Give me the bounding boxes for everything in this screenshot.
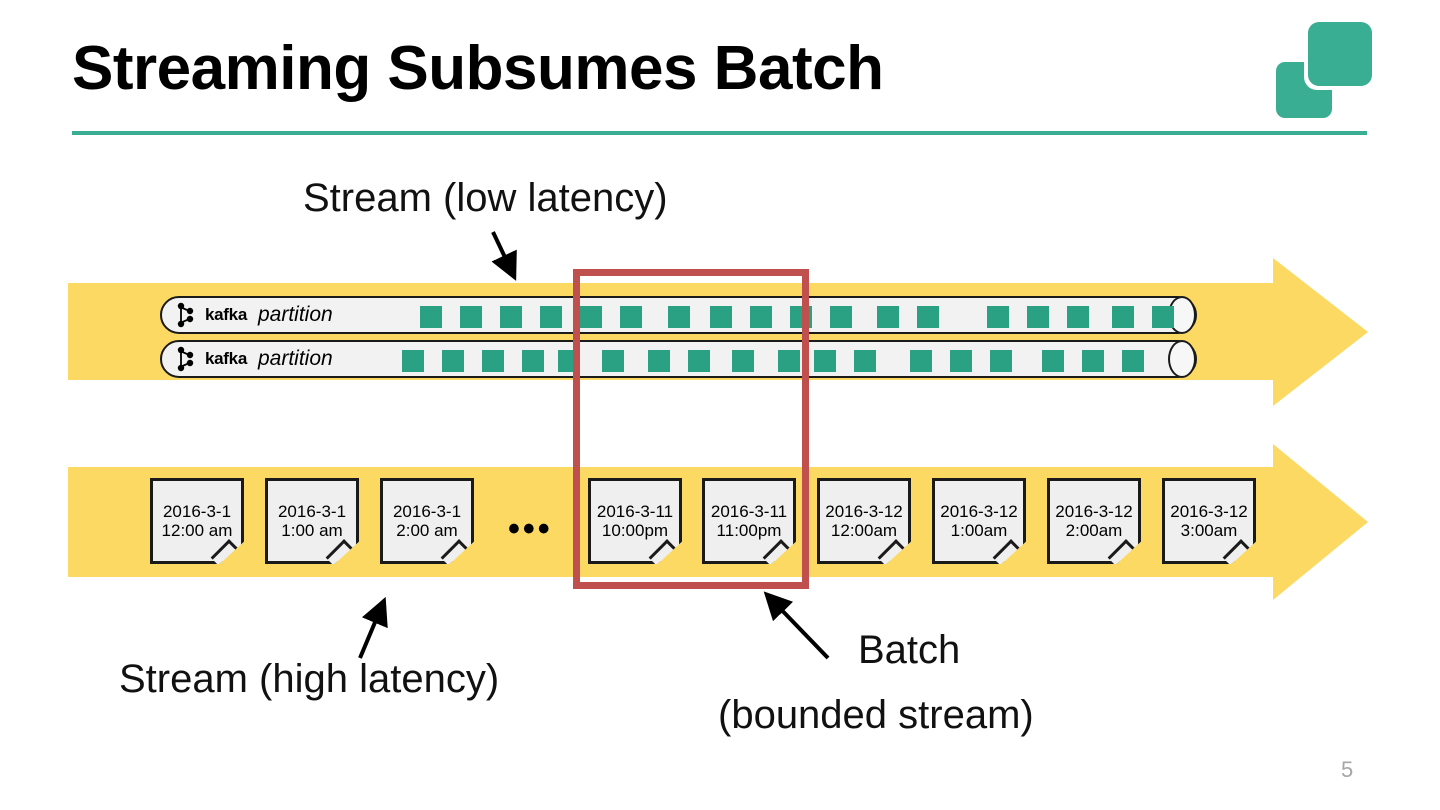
stream-message <box>917 306 939 328</box>
card-time: 12:00am <box>830 521 898 540</box>
stream-message <box>540 306 562 328</box>
stream-message <box>1152 306 1174 328</box>
card-date: 2016-3-1 <box>162 501 232 521</box>
stream-message <box>668 306 690 328</box>
card-time: 3:00am <box>1180 521 1238 540</box>
kafka-logo-icon <box>177 346 194 372</box>
card-time: 1:00 am <box>281 521 343 540</box>
card-date: 2016-3-1 <box>277 501 347 521</box>
kafka-wordmark: kafka <box>205 305 247 324</box>
stream-arrow-head-icon <box>1273 257 1368 406</box>
tube-end-cap <box>1168 340 1196 378</box>
card-time: 11:00pm <box>716 521 782 540</box>
card-date: 2016-3-12 <box>1055 501 1133 521</box>
kafka-brand-label: kafka partition <box>176 298 333 332</box>
stream-message <box>1112 306 1134 328</box>
logo-square-front <box>1308 22 1372 86</box>
batch-arrow-head-icon <box>1273 444 1368 600</box>
kafka-wordmark: kafka <box>205 349 247 368</box>
stream-message <box>482 350 504 372</box>
page-title: Streaming Subsumes Batch <box>72 34 884 103</box>
annotation-bounded-stream: (bounded stream) <box>718 693 1034 737</box>
annotation-batch: Batch <box>858 628 961 672</box>
annotation-stream-low-latency: Stream (low latency) <box>303 176 668 220</box>
stream-message <box>648 350 670 372</box>
stream-message <box>1122 350 1144 372</box>
stream-message <box>420 306 442 328</box>
stream-message <box>442 350 464 372</box>
stream-message <box>990 350 1012 372</box>
stream-message <box>830 306 852 328</box>
card-date: 2016-3-12 <box>940 501 1018 521</box>
stream-message <box>1042 350 1064 372</box>
page-number: 5 <box>1341 757 1354 782</box>
stream-message <box>580 306 602 328</box>
stream-message <box>602 350 624 372</box>
card-time: 12:00 am <box>161 521 233 540</box>
stream-message <box>688 350 710 372</box>
card-time: 2:00am <box>1065 521 1123 540</box>
stream-message <box>620 306 642 328</box>
stream-message <box>710 306 732 328</box>
stream-message <box>814 350 836 372</box>
annotation-stream-high-latency: Stream (high latency) <box>119 657 500 701</box>
stream-message <box>854 350 876 372</box>
batch-highlight-box <box>573 269 809 589</box>
stream-message <box>950 350 972 372</box>
partition-label: partition <box>257 347 333 370</box>
kafka-brand-label: kafka partition <box>176 342 333 376</box>
stream-message <box>877 306 899 328</box>
pointer-arrow-icon <box>358 596 388 659</box>
card-date: 2016-3-12 <box>1170 501 1248 521</box>
stream-message <box>1067 306 1089 328</box>
kafka-logo-icon <box>177 302 194 328</box>
title-divider <box>72 131 1367 135</box>
pointer-arrow-icon <box>763 591 830 660</box>
card-date: 2016-3-11 <box>710 501 788 521</box>
kafka-partition-row: kafka partition <box>160 340 1197 378</box>
stream-message <box>732 350 754 372</box>
stream-message <box>460 306 482 328</box>
card-date: 2016-3-1 <box>392 501 462 521</box>
card-date: 2016-3-11 <box>596 501 674 521</box>
stream-message <box>522 350 544 372</box>
ellipsis-separator: ••• <box>508 510 553 548</box>
partition-label: partition <box>257 303 333 326</box>
stream-message <box>402 350 424 372</box>
stream-message <box>750 306 772 328</box>
pointer-arrow-icon <box>491 231 517 281</box>
card-time: 2:00 am <box>396 521 458 540</box>
stream-message <box>1082 350 1104 372</box>
stream-message <box>987 306 1009 328</box>
stream-message <box>1027 306 1049 328</box>
stream-message <box>778 350 800 372</box>
brand-logo-icon <box>1276 22 1372 118</box>
card-time: 10:00pm <box>601 521 669 540</box>
kafka-partition-row: kafka partition <box>160 296 1197 334</box>
card-date: 2016-3-12 <box>825 501 903 521</box>
stream-message <box>910 350 932 372</box>
card-time: 1:00am <box>950 521 1008 540</box>
stream-message <box>500 306 522 328</box>
